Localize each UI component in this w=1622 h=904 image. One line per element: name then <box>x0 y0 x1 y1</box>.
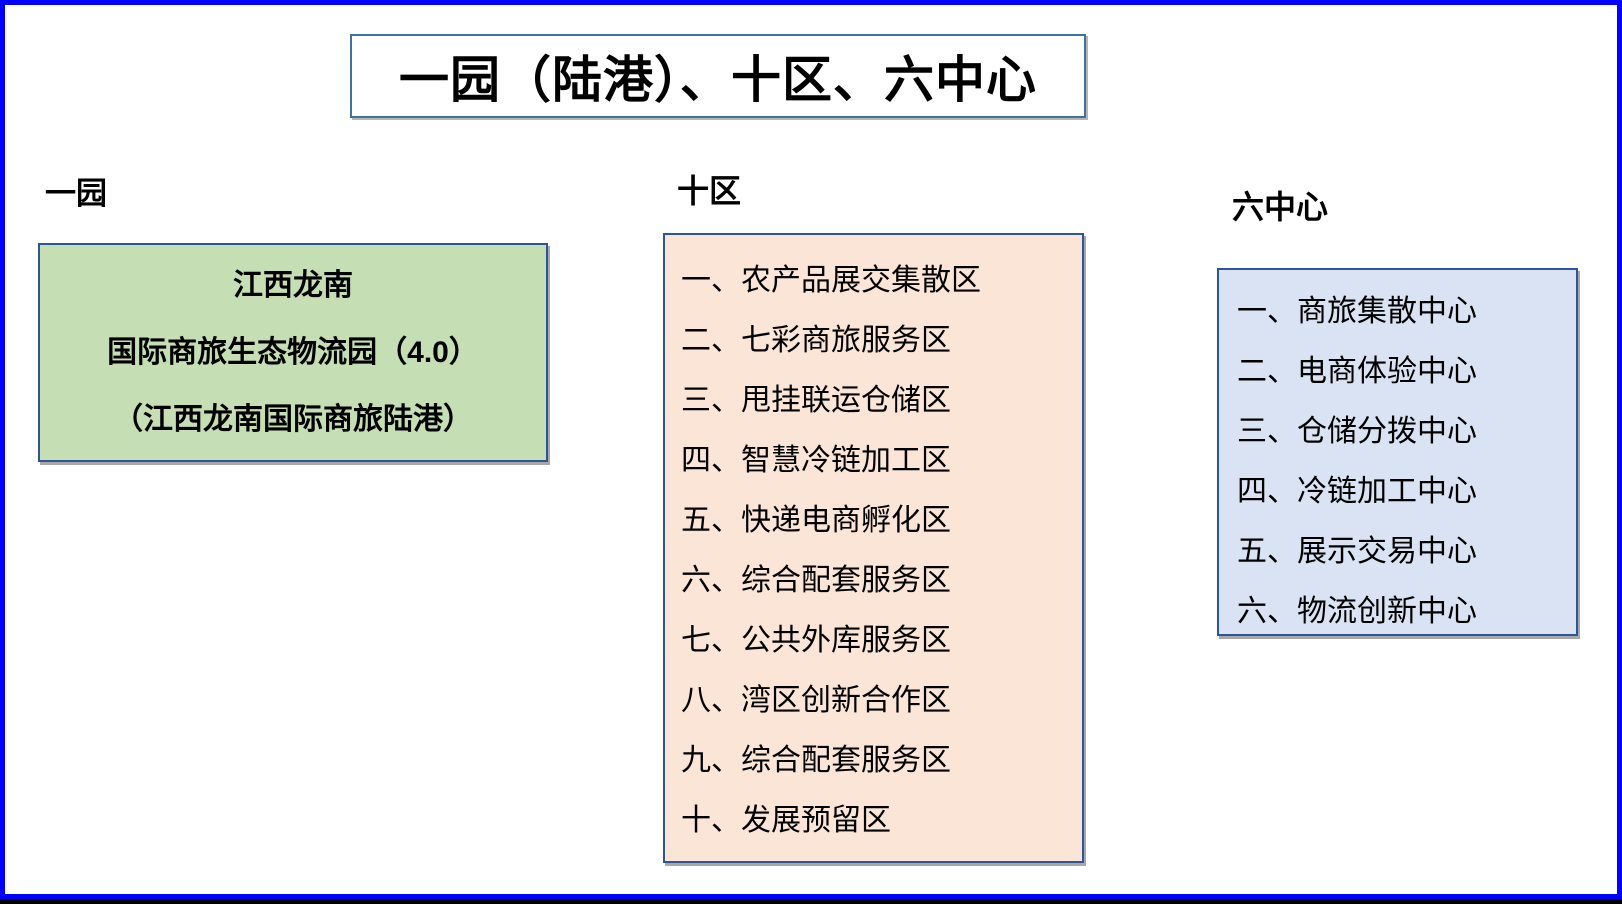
park-box: 江西龙南 国际商旅生态物流园（4.0） （江西龙南国际商旅陆港） <box>38 243 548 462</box>
park-line: 国际商旅生态物流园（4.0） <box>107 336 479 369</box>
zones-section-label: 十区 <box>677 173 742 209</box>
page-border-right <box>1617 0 1622 904</box>
page-border-top <box>0 0 1622 5</box>
park-section-label: 一园 <box>45 176 107 211</box>
center-list-item: 五、展示交易中心 <box>1237 535 1477 568</box>
center-list-item: 二、电商体验中心 <box>1237 355 1477 388</box>
zone-list-item: 十、发展预留区 <box>681 804 891 837</box>
page-title: 一园（陆港）、十区、六中心 <box>399 52 1037 108</box>
zone-list-item: 七、公共外库服务区 <box>681 624 951 657</box>
page-bottom-strip <box>0 899 1622 904</box>
page-border-left <box>0 0 5 904</box>
zone-list-item: 六、综合配套服务区 <box>681 564 951 597</box>
zone-list-item: 四、智慧冷链加工区 <box>681 444 951 477</box>
title-box: 一园（陆港）、十区、六中心 <box>350 34 1086 118</box>
zone-list-item: 九、综合配套服务区 <box>681 744 951 777</box>
center-list-item: 六、物流创新中心 <box>1237 595 1477 628</box>
zone-list-item: 八、湾区创新合作区 <box>681 684 951 717</box>
center-list-item: 四、冷链加工中心 <box>1237 475 1477 508</box>
page-border-bottom <box>0 894 1622 899</box>
zone-list-item: 二、七彩商旅服务区 <box>681 324 951 357</box>
zone-list-item: 五、快递电商孵化区 <box>681 504 951 537</box>
zones-box: 一、农产品展交集散区 二、七彩商旅服务区 三、甩挂联运仓储区 四、智慧冷链加工区… <box>663 233 1084 863</box>
park-line: （江西龙南国际商旅陆港） <box>113 403 473 436</box>
centers-box: 一、商旅集散中心 二、电商体验中心 三、仓储分拨中心 四、冷链加工中心 五、展示… <box>1217 268 1578 636</box>
center-list-item: 一、商旅集散中心 <box>1237 295 1477 328</box>
zone-list-item: 三、甩挂联运仓储区 <box>681 384 951 417</box>
center-list-item: 三、仓储分拨中心 <box>1237 415 1477 448</box>
centers-section-label: 六中心 <box>1232 189 1329 225</box>
zone-list-item: 一、农产品展交集散区 <box>681 264 981 297</box>
park-line: 江西龙南 <box>233 269 353 302</box>
